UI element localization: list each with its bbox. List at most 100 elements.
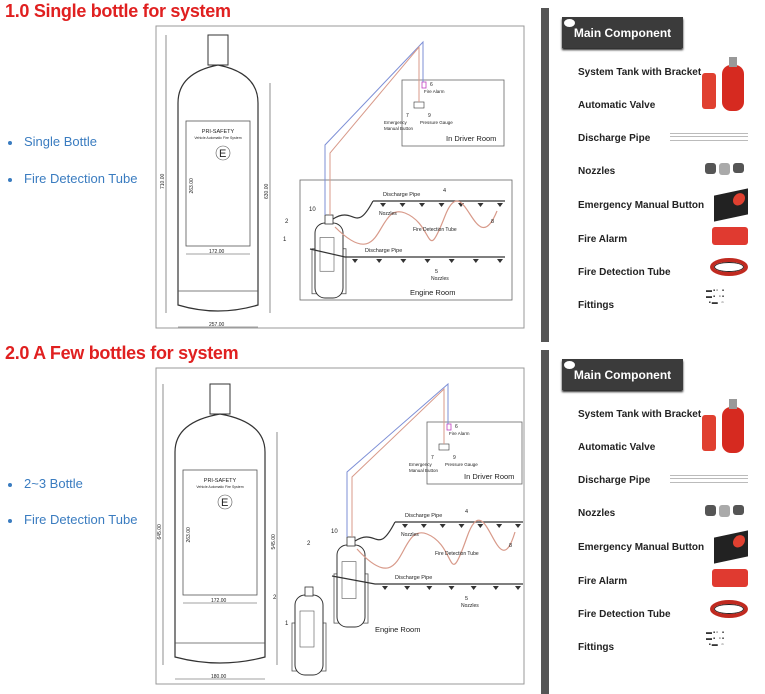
tank-label	[299, 610, 315, 648]
component-item: Fire Alarm	[578, 576, 628, 587]
red-signal-line	[351, 387, 445, 537]
engine-room-label: Engine Room	[410, 288, 455, 297]
diagram-label: Discharge Pipe	[395, 575, 432, 581]
dimension-label: 645.00	[157, 524, 163, 540]
section-title: 1.0 Single bottle for system	[5, 1, 231, 21]
divider-bar	[541, 8, 549, 342]
bullet-dot-icon	[8, 140, 12, 145]
fire-alarm-image	[712, 569, 748, 587]
nozzle-icon	[496, 524, 503, 528]
knob-icon	[564, 361, 575, 369]
diagram-label: 1	[283, 237, 287, 243]
component-item: Fire Detection Tube	[578, 609, 671, 620]
nozzle-icon	[424, 259, 431, 263]
nozzle-icon	[376, 259, 383, 263]
diagram-label: 5	[435, 269, 438, 275]
dimension-label: 172.00	[209, 249, 225, 255]
nozzle-icon	[477, 203, 484, 207]
small-tank	[311, 214, 347, 299]
tank-valve-icon	[207, 34, 229, 66]
diagram-label: Discharge Pipe	[383, 192, 420, 198]
bullet-text: Fire Detection Tube	[24, 171, 138, 186]
bullet-text: Single Bottle	[24, 134, 97, 149]
component-item: System Tank with Bracket	[578, 409, 702, 420]
nozzle-icon	[426, 586, 433, 590]
nozzle-icon	[382, 586, 388, 590]
diagram-label: Fire Alarm	[424, 89, 445, 94]
diagram-label: 6	[455, 424, 458, 430]
bullet-item: Fire Detection Tube	[8, 512, 137, 527]
small-tank-body	[314, 222, 344, 299]
main-component-header: Main Component	[562, 359, 683, 390]
diagram-label: 7	[406, 113, 409, 119]
bullet-item: 2~3 Bottle	[8, 476, 83, 491]
nozzle-icon	[399, 203, 406, 207]
diagram-label: 2	[307, 541, 311, 547]
dimension-label: 630.00	[264, 183, 270, 199]
fire-alarm-icon	[446, 423, 452, 431]
bullet-dot-icon	[8, 482, 12, 487]
diagram-label: Discharge Pipe	[365, 248, 402, 254]
nozzle-icon	[438, 203, 445, 207]
valve-icon	[346, 536, 356, 547]
diagram-label: 9	[453, 455, 456, 461]
discharge-pipe	[309, 248, 505, 258]
component-item: Discharge Pipe	[578, 133, 651, 144]
header-text: Main Component	[573, 26, 672, 40]
nozzle-icon	[470, 586, 477, 590]
dimension-label: 545.00	[271, 534, 277, 550]
component-item: Fittings	[578, 642, 615, 653]
main-component-header: Main Component	[562, 17, 683, 48]
component-item: Nozzles	[578, 508, 616, 519]
diagram-label: Fire Detection Tube	[413, 227, 457, 233]
discharge-pipe-curve	[354, 521, 396, 542]
divider-bar	[541, 350, 549, 694]
component-item: Fire Detection Tube	[578, 267, 671, 278]
valve-icon	[304, 586, 314, 597]
nozzle-icon	[402, 524, 408, 528]
nozzle-icon	[352, 259, 358, 263]
tank-label-area	[182, 469, 258, 596]
engine-room-box	[299, 179, 513, 301]
nozzle-icon	[380, 203, 386, 207]
component-item: Emergency Manual Button	[578, 200, 705, 211]
diagram-label: 4	[465, 509, 468, 515]
diagram-label: Discharge Pipe	[405, 513, 442, 519]
dimension-label: 172.00	[211, 598, 227, 604]
diagram-label: Nozzles	[461, 603, 479, 609]
fire-alarm-icon	[421, 81, 427, 89]
component-item: Discharge Pipe	[578, 475, 651, 486]
tank-valve-icon	[209, 383, 231, 415]
diagram-label: 5	[465, 596, 468, 602]
diagram-label: 2	[273, 595, 277, 601]
bullet-dot-icon	[8, 518, 12, 523]
section-title: 2.0 A Few bottles for system	[5, 343, 239, 363]
component-item: Fire Alarm	[578, 234, 628, 245]
dimension-label: 180.00	[211, 674, 227, 680]
fire-detection-tube	[334, 200, 498, 245]
nozzle-icon	[448, 586, 455, 590]
diagram-label: Manual Button	[384, 126, 414, 131]
nozzle-icon	[515, 586, 521, 590]
brand-text: PRI-SAFETY	[204, 478, 237, 484]
bullet-item: Single Bottle	[8, 134, 97, 149]
tank-with-bracket-image	[702, 399, 750, 454]
nozzle-icon	[458, 524, 465, 528]
subtitle-text: Vehicle Automatic Fire System	[196, 485, 243, 489]
component-item: Fittings	[578, 300, 615, 311]
nozzle-icon	[497, 203, 503, 207]
fittings-image: ▬▪▫ ▪▬▪ ▫▪ ▪▬ ▫	[706, 288, 726, 306]
discharge-pipe-image	[670, 131, 748, 143]
fire-alarm-image	[712, 227, 748, 245]
diagram-label: Emergency	[409, 462, 433, 467]
nozzle-icon	[515, 524, 521, 528]
engine-room-label: Engine Room	[375, 625, 420, 634]
nozzles-image	[705, 505, 745, 519]
emergency-button-image	[714, 530, 748, 564]
discharge-pipe	[331, 575, 523, 585]
component-item: Nozzles	[578, 166, 616, 177]
discharge-pipe-image	[670, 473, 748, 485]
diagram-label: 10	[309, 207, 316, 213]
